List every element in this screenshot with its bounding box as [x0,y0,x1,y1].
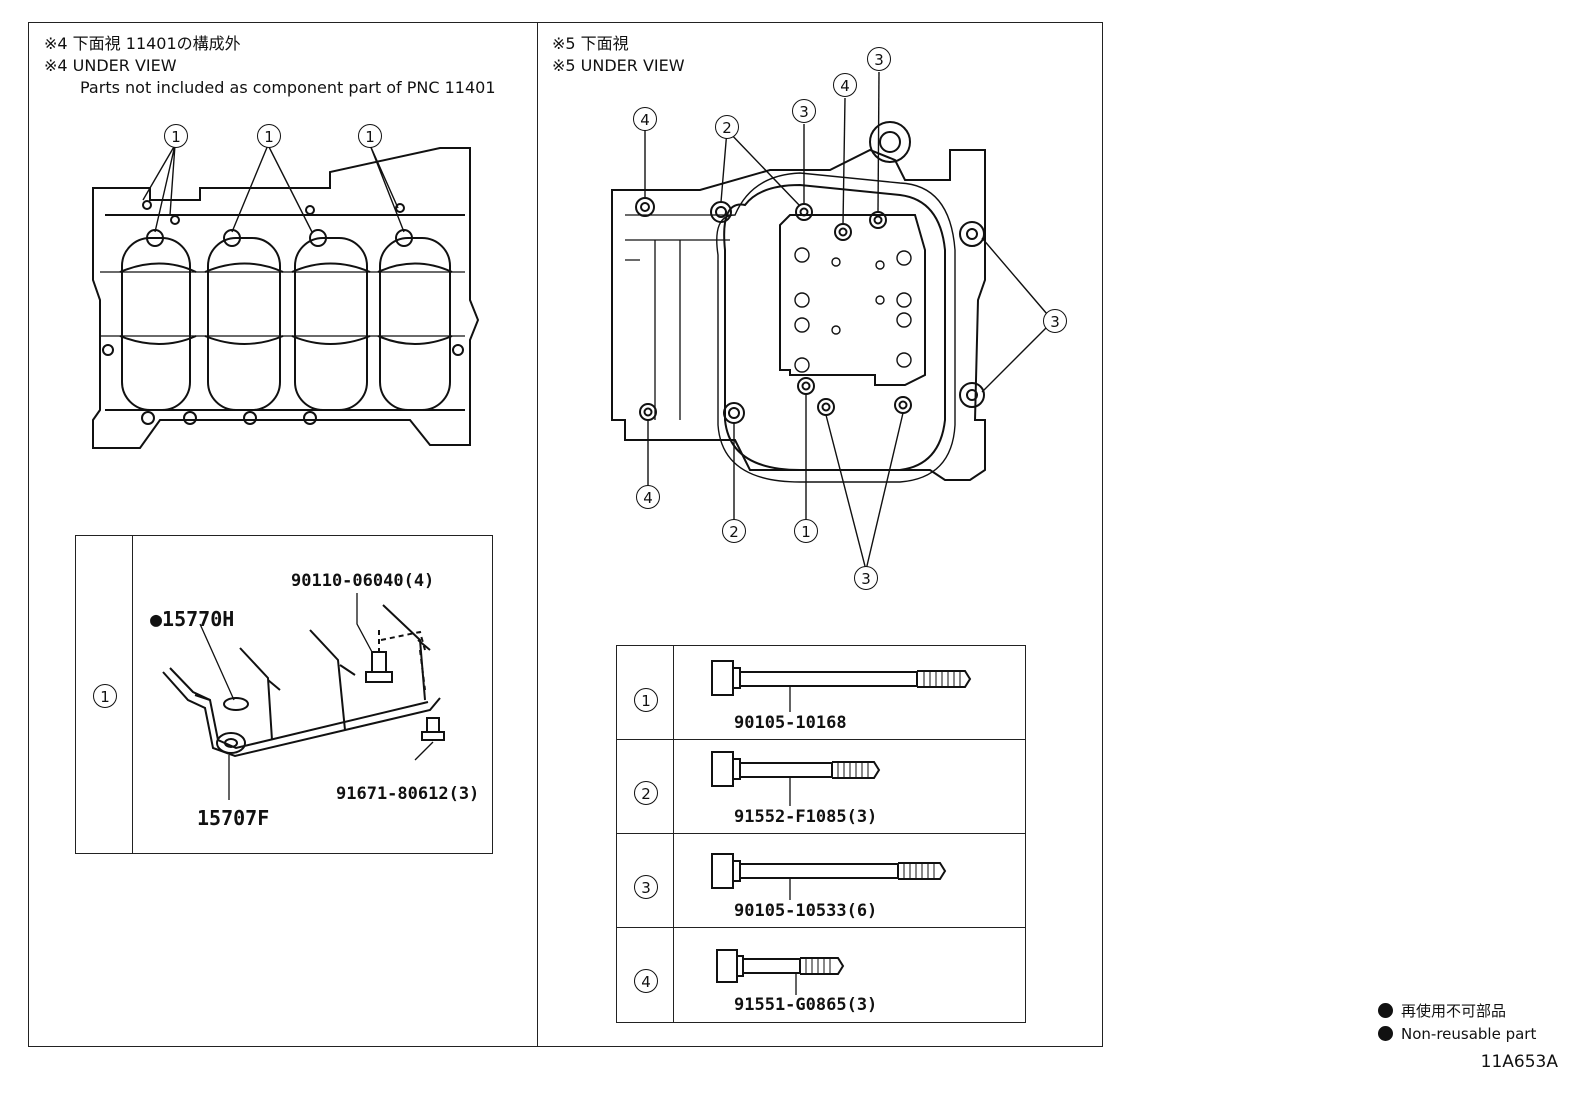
bolt-drawings [711,660,972,995]
callout-3: 3 [1043,309,1067,333]
legend-item-jp: 再使用不可部品 [1378,1000,1506,1021]
non-reusable-dot-icon [1378,1026,1393,1041]
part-number-bolt: 90110-06040(4) [291,571,435,591]
callout-4: 4 [633,107,657,131]
table-row-divider [617,927,1025,928]
wiring-harness-drawing [162,604,445,758]
callout-1: 1 [794,519,818,543]
left-header-en: ※4 UNDER VIEW [44,56,177,75]
wiring-leaders [199,593,434,800]
detail-ref-callout: 1 [93,684,117,708]
non-reusable-dot-icon: ● [150,607,163,631]
outer-frame [28,22,1103,1047]
part-number-gasket: ●15770H [150,607,235,631]
callout-3: 3 [854,566,878,590]
left-header-jp: ※4 下面視 11401の構成外 [44,34,241,53]
bolt-part-number: 90105-10168 [734,713,847,733]
bolt-part-number: 91551-G0865(3) [734,995,878,1015]
table-row-divider [617,833,1025,834]
callout-4: 4 [636,485,660,509]
bolt-table [616,645,1026,1023]
diagram-code: 11A653A [1480,1052,1558,1072]
bolt-ref-3: 3 [634,875,658,899]
part-number-harness: 15707F [197,806,270,830]
bolt-part-number: 91552-F1085(3) [734,807,878,827]
section-divider [537,22,538,1047]
legend-item-en: Non-reusable part [1378,1025,1536,1043]
table-column-divider [673,646,674,1022]
bolt-ref-2: 2 [634,781,658,805]
callout-3: 3 [792,99,816,123]
left-engine-block [92,144,480,449]
callout-1: 1 [358,124,382,148]
harness-detail-table [75,535,493,854]
bolt-ref-4: 4 [634,969,658,993]
table-column-divider [132,536,133,853]
bolt-part-number: 90105-10533(6) [734,901,878,921]
right-header-en: ※5 UNDER VIEW [552,56,685,75]
bolt-ref-1: 1 [634,688,658,712]
callout-1: 1 [257,124,281,148]
right-header-jp: ※5 下面視 [552,34,629,53]
callout-1: 1 [164,124,188,148]
callout-2: 2 [715,115,739,139]
left-header-note: Parts not included as component part of … [80,78,496,97]
part-number-screw: 91671-80612(3) [336,784,480,804]
callout-3: 3 [867,47,891,71]
non-reusable-dot-icon [1378,1003,1393,1018]
right-engine-block [611,71,1054,571]
callout-4: 4 [833,73,857,97]
table-row-divider [617,739,1025,740]
callout-2: 2 [722,519,746,543]
